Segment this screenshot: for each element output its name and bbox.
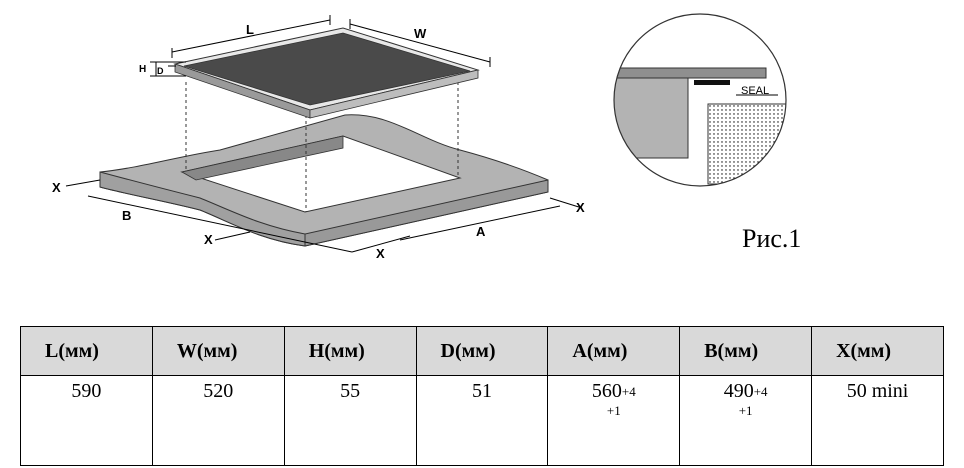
header-L: L(мм) (20, 326, 153, 376)
header-W: W(мм) (151, 326, 285, 376)
seal-label: SEAL (741, 85, 769, 97)
label-H: H (139, 64, 146, 75)
value-B-tol-upper: +4 (753, 384, 768, 400)
label-X-right: X (576, 200, 585, 215)
label-D: D (157, 66, 164, 76)
header-D: D(мм) (415, 326, 549, 376)
value-B-main: 490 (723, 380, 754, 402)
hob (173, 27, 480, 119)
value-A-main: 560 (591, 380, 622, 402)
value-W: 520 (151, 375, 285, 466)
countertop (99, 114, 549, 247)
value-B: 490+4 +1 (679, 375, 813, 466)
dimensions-table: L(мм) W(мм) H(мм) D(мм) A(мм) B(мм) X(мм… (20, 326, 944, 466)
value-D: 51 (415, 375, 549, 466)
label-W: W (414, 26, 427, 41)
value-X: 50 mini (811, 375, 944, 466)
header-H: H(мм) (283, 326, 417, 376)
table-header-row: L(мм) W(мм) H(мм) D(мм) A(мм) B(мм) X(мм… (20, 326, 944, 376)
label-X-bottom-mid: X (376, 246, 385, 261)
header-X: X(мм) (811, 326, 944, 376)
dimension-lines (65, 15, 583, 253)
table-row: 590 520 55 51 560+4 +1 490+4 +1 50 mini (20, 375, 944, 466)
value-A-tol-lower: +1 (606, 403, 621, 418)
value-L: 590 (20, 375, 153, 466)
projection-lines (185, 82, 459, 212)
label-X-bottom-left: X (204, 232, 213, 247)
seal-detail: SEAL (613, 13, 787, 187)
figure-caption: Рис.1 (742, 224, 802, 253)
label-A: A (476, 224, 486, 239)
header-B: B(мм) (679, 326, 813, 376)
value-H: 55 (283, 375, 417, 466)
label-X-left: X (52, 180, 61, 195)
value-A: 560+4 +1 (547, 375, 681, 466)
header-A: A(мм) (547, 326, 681, 376)
installation-diagram: L W H D X B X X A X SEAL (52, 13, 787, 261)
label-B: B (122, 208, 131, 223)
label-L: L (246, 22, 254, 37)
value-B-tol-lower: +1 (738, 403, 753, 418)
value-A-tol-upper: +4 (621, 384, 636, 400)
